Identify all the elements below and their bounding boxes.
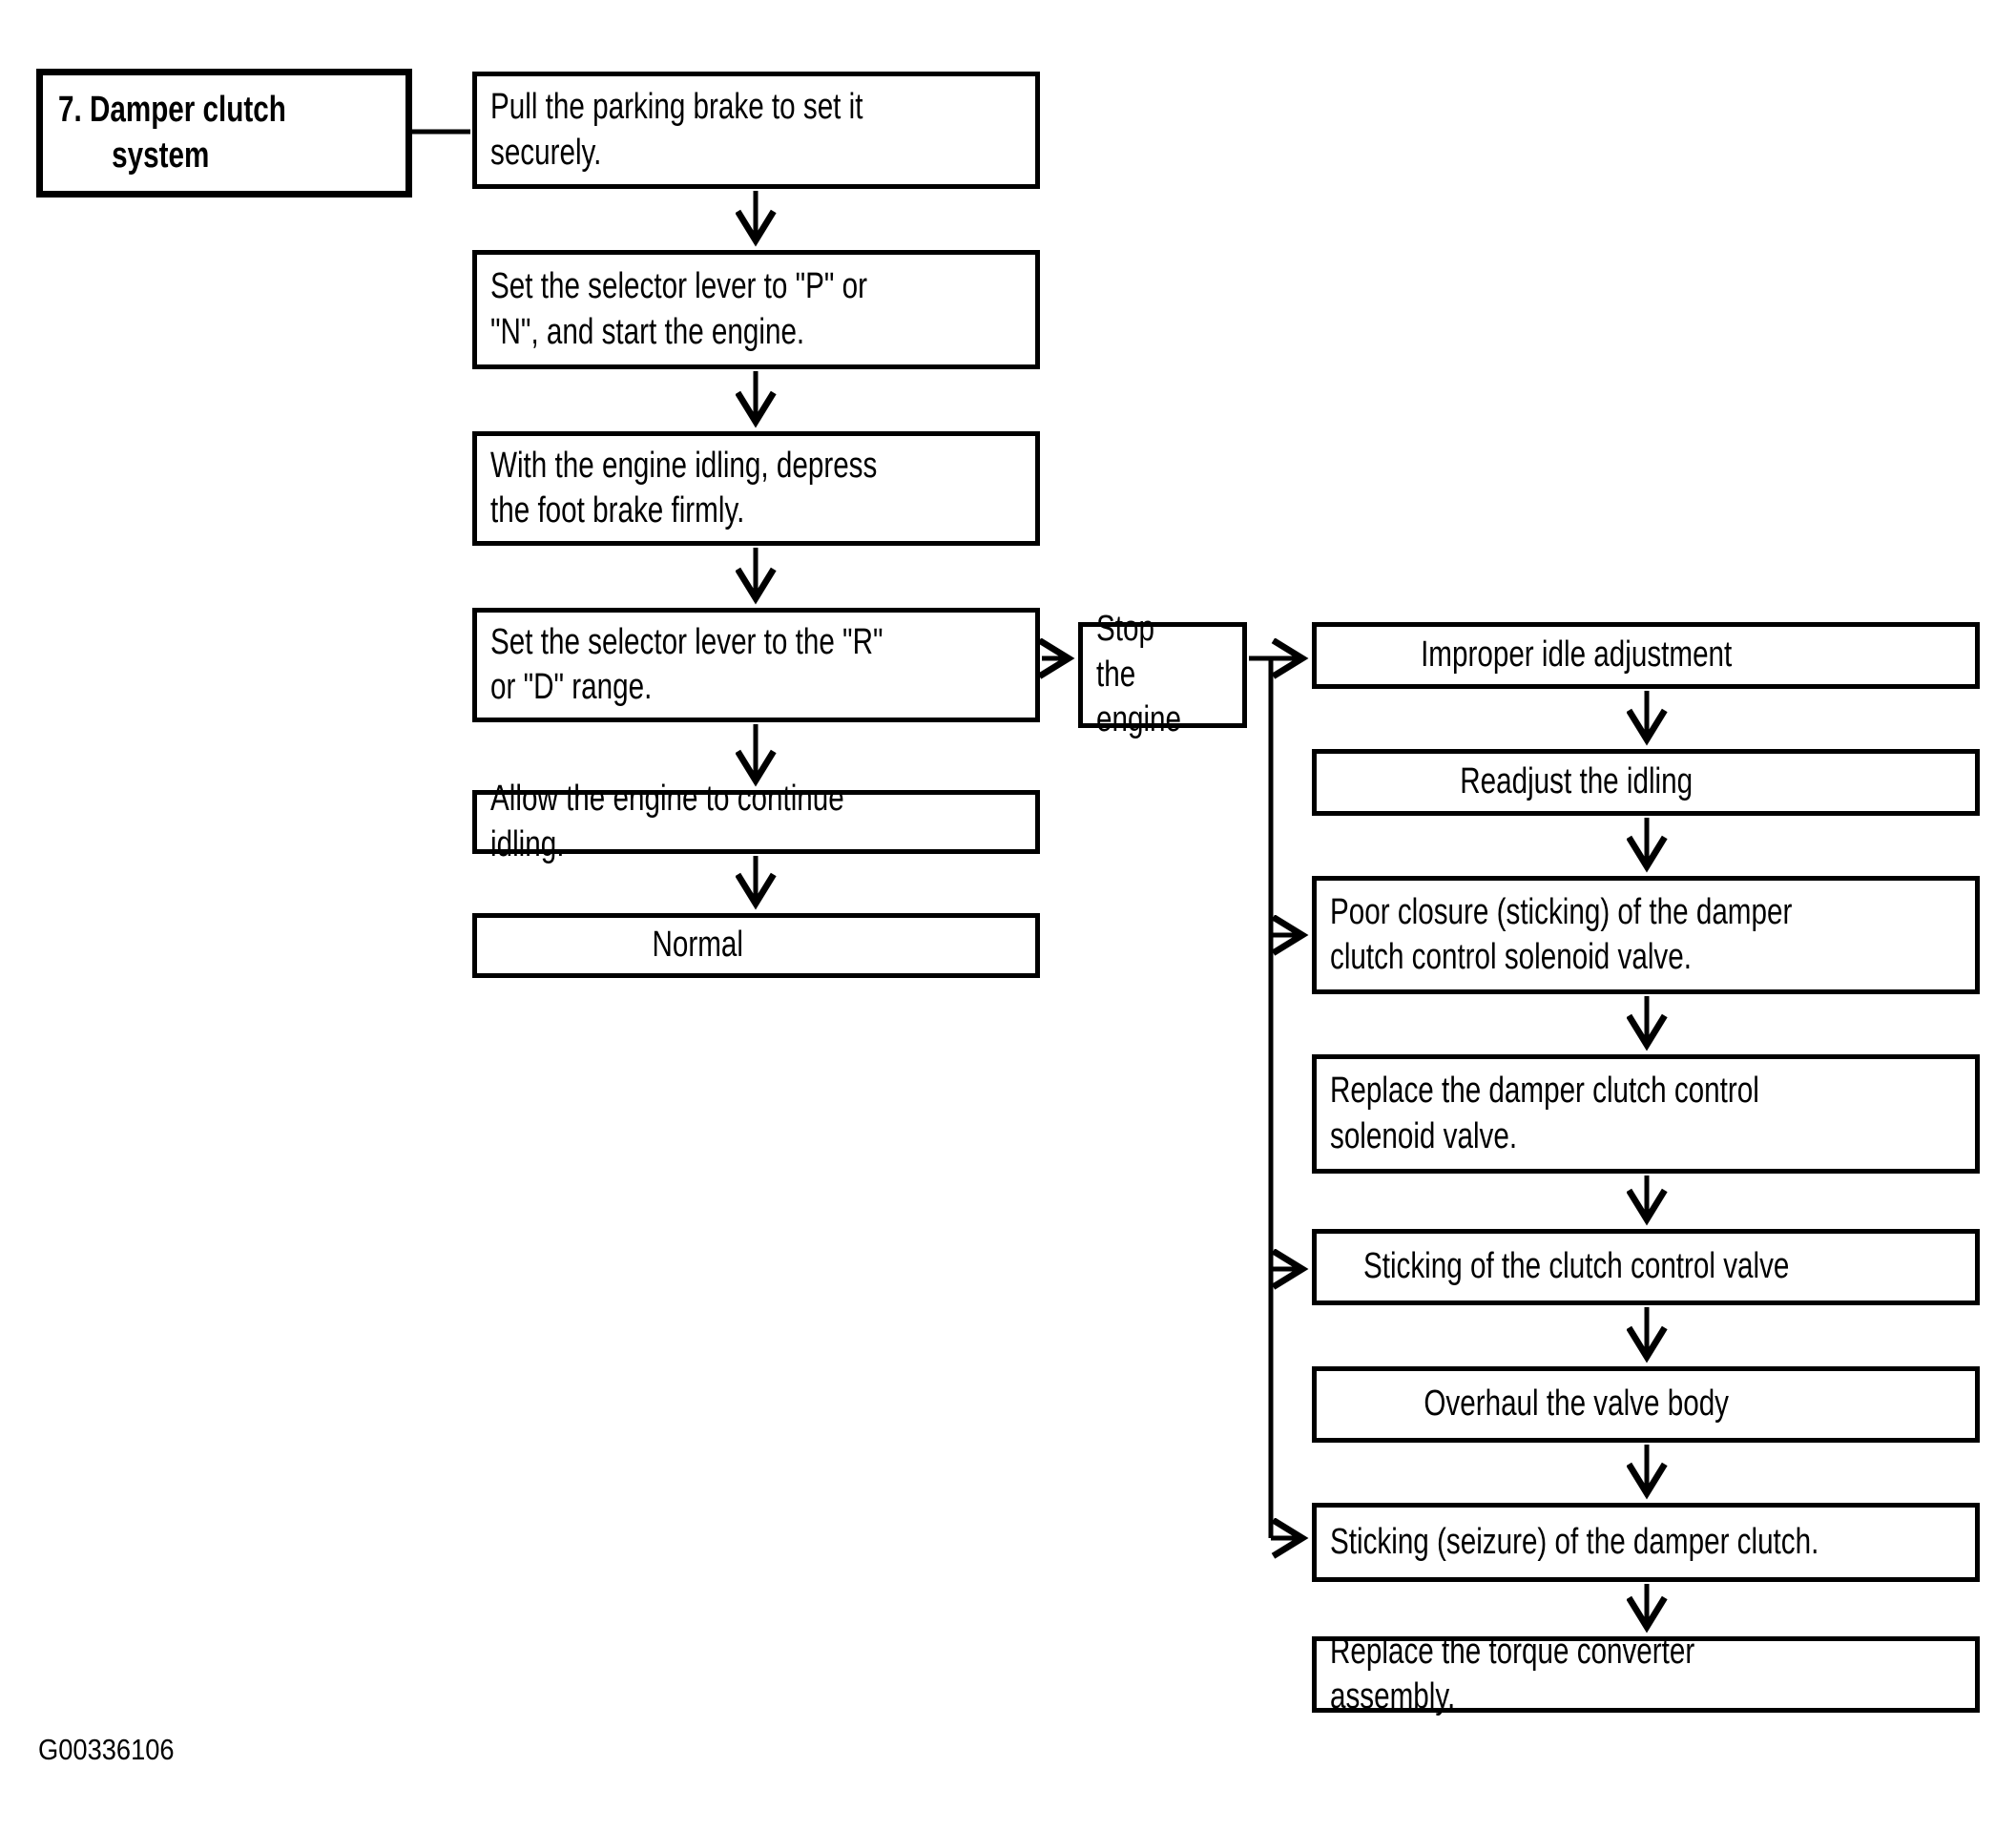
node-sticking-damper-clutch: Sticking (seizure) of the damper clutch. [1312, 1503, 1980, 1582]
node-replace-torque-converter: Replace the torque converter assembly. [1312, 1632, 1980, 1717]
node-readjust-idling: Readjust the idling [1312, 749, 1980, 816]
node-sticking-clutch-control-valve: Sticking of the clutch control valve [1312, 1229, 1980, 1305]
node-normal-result: Normal [472, 913, 1040, 978]
cause-label: Sticking (seizure) of the damper clutch. [1330, 1521, 1819, 1562]
cause-label: Sticking of the clutch control valve [1362, 1246, 1790, 1287]
node-replace-solenoid-valve: Replace the damper clutch control soleno… [1312, 1054, 1980, 1174]
node-set-lever-p-n: Set the selector lever to "P" or "N", an… [472, 250, 1040, 369]
node-poor-closure-solenoid-valve: Poor closure (sticking) of the damper cl… [1312, 876, 1980, 994]
step-label: Set the selector lever to the "R" or "D"… [490, 621, 883, 708]
step-label: Stop the engine [1096, 609, 1182, 740]
remedy-label: Overhaul the valve body [1424, 1384, 1730, 1425]
cause-label: Poor closure (sticking) of the damper cl… [1330, 891, 1793, 978]
node-overhaul-valve-body: Overhaul the valve body [1312, 1366, 1980, 1443]
remedy-label: Replace the torque converter assembly. [1330, 1631, 1695, 1717]
node-engine-idling-depress-brake: With the engine idling, depress the foot… [472, 431, 1040, 546]
node-improper-idle-adjustment: Improper idle adjustment [1312, 622, 1980, 689]
step-label: With the engine idling, depress the foot… [490, 445, 878, 531]
remedy-label: Readjust the idling [1460, 761, 1694, 802]
title-label: 7. Damper clutch system [58, 90, 286, 176]
result-label: Normal [652, 925, 743, 966]
figure-code: G00336106 [38, 1733, 175, 1766]
remedy-label: Replace the damper clutch control soleno… [1330, 1071, 1759, 1156]
cause-label: Improper idle adjustment [1421, 635, 1733, 676]
node-pull-parking-brake: Pull the parking brake to set it securel… [472, 72, 1040, 189]
step-label: Pull the parking brake to set it securel… [490, 87, 863, 173]
node-set-lever-r-d: Set the selector lever to the "R" or "D"… [472, 608, 1040, 722]
node-stop-engine: Stop the engine [1078, 609, 1247, 739]
title-box: 7. Damper clutch system [36, 69, 412, 198]
step-label: Set the selector lever to "P" or "N", an… [490, 266, 868, 352]
node-allow-idling: Allow the engine to continue idling. [472, 779, 1040, 864]
step-label: Allow the engine to continue idling. [490, 779, 844, 864]
